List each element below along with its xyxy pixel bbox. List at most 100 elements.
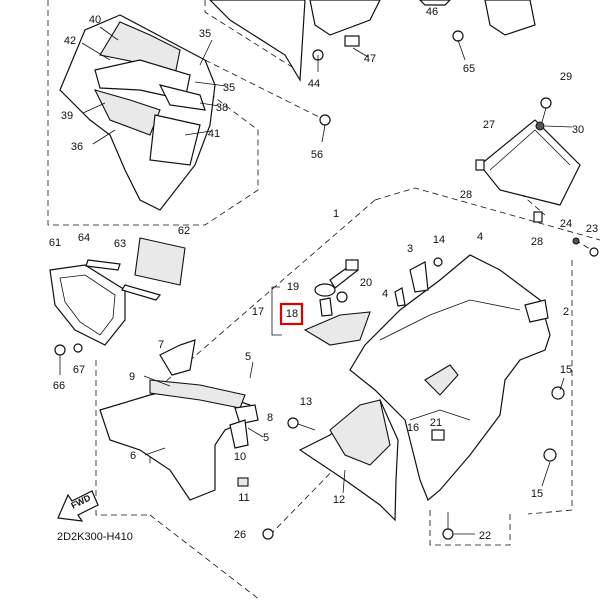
leader-5b [247, 427, 264, 438]
intake-21 [424, 364, 459, 396]
leader-42 [81, 42, 111, 61]
bracket-38 [158, 84, 206, 111]
callout-c56: 56 [311, 149, 323, 161]
window-guide [504, 179, 546, 216]
callout-c41: 41 [208, 128, 220, 140]
callout-c17: 17 [252, 306, 264, 318]
leader-12 [342, 469, 346, 494]
screw-66 [54, 344, 66, 356]
main-group-boundary [374, 187, 600, 241]
callout-c5b: 5 [263, 432, 269, 444]
leader-5a [249, 361, 254, 379]
callout-c64: 64 [78, 232, 90, 244]
callout-c20: 20 [360, 277, 372, 289]
callout-c29: 29 [560, 71, 572, 83]
part-near-65 [484, 0, 536, 36]
screw-26 [262, 528, 274, 540]
callout-c38: 38 [216, 102, 228, 114]
clip-16 [431, 429, 445, 441]
callout-c15a: 15 [560, 364, 572, 376]
screw-65 [452, 30, 464, 42]
bottom-fasteners [262, 512, 475, 540]
grommet-15a [551, 386, 565, 400]
callout-c23: 23 [586, 223, 598, 235]
clip-11 [237, 477, 249, 487]
callout-c4b: 4 [382, 288, 388, 300]
leader-39 [82, 102, 106, 114]
tube-18 [319, 297, 333, 317]
bracket-17 [271, 286, 282, 336]
bolt-26-guide [269, 457, 346, 536]
callout-c35b: 35 [223, 82, 235, 94]
grille-ref [303, 311, 371, 346]
upper-left-group-boundary [47, 0, 259, 226]
hose-19 [314, 283, 336, 297]
windscreen-27 [479, 119, 581, 206]
strip-41 [149, 114, 201, 166]
callout-c7: 7 [158, 339, 164, 351]
callout-c46: 46 [426, 6, 438, 18]
leader-6 [144, 447, 166, 456]
callout-c67: 67 [73, 364, 85, 376]
callout-c24: 24 [560, 218, 572, 230]
screw-29 [540, 97, 552, 109]
callout-c35a: 35 [199, 28, 211, 40]
fwd-arrow: FWD [57, 490, 99, 522]
nut-24 [572, 237, 580, 245]
callout-c18: 18 [286, 308, 298, 320]
callout-c15b: 15 [531, 488, 543, 500]
callout-c1: 1 [333, 208, 339, 220]
cowling-edge [379, 299, 521, 341]
callout-c47: 47 [364, 53, 376, 65]
side-fairing-assembly [99, 339, 264, 501]
leader-30 [544, 125, 573, 128]
bolt-56-guide [204, 59, 326, 121]
label-64 [85, 259, 121, 271]
label-63 [121, 284, 162, 301]
leader-15a [559, 377, 565, 391]
leader-15b [541, 461, 551, 487]
main-group-right-boundary [527, 260, 573, 515]
screw-13-shaft [297, 423, 316, 431]
inner-cover-61-inner [59, 274, 116, 336]
bolt-20 [336, 291, 348, 303]
callout-c8: 8 [267, 412, 273, 424]
callout-c39: 39 [61, 110, 73, 122]
callout-c65: 65 [463, 63, 475, 75]
windscreen-inner-edge [489, 129, 571, 171]
diagram-code: 2D2K300-H410 [57, 531, 133, 543]
grommet-28b [533, 211, 543, 223]
main-group-bottom-boundary [149, 514, 261, 600]
top-center-parts [209, 0, 536, 143]
callout-c28a: 28 [460, 189, 472, 201]
windscreen-assembly [475, 97, 599, 257]
screw-29-shaft [541, 107, 547, 123]
washer-67 [73, 343, 83, 353]
callout-c10: 10 [234, 451, 246, 463]
inner-cover-assembly [49, 237, 186, 375]
plug-19 [345, 259, 359, 271]
callout-c28b: 28 [531, 236, 543, 248]
callout-c2: 2 [563, 306, 569, 318]
inner-cover-61 [49, 264, 126, 346]
callout-c44: 44 [308, 78, 320, 90]
bolt-56-shaft [321, 124, 326, 143]
leader-9 [143, 375, 171, 387]
bolt-14 [433, 257, 443, 267]
inner-fender [329, 399, 391, 466]
left-fairing-boundary [95, 360, 150, 516]
clip-3 [409, 261, 429, 293]
callout-c3: 3 [407, 243, 413, 255]
screw-65-shaft [457, 39, 466, 61]
callout-c5a: 5 [245, 351, 251, 363]
sticker-62 [134, 237, 186, 286]
fwd-arrow-shape [57, 490, 99, 522]
duct-assembly [271, 259, 371, 346]
bracket-7 [159, 339, 196, 376]
callout-c26: 26 [234, 529, 246, 541]
callout-c6: 6 [130, 450, 136, 462]
main-cowling-assembly [349, 254, 565, 501]
callout-c63: 63 [114, 238, 126, 250]
grommet-15b [543, 448, 557, 462]
inner-panel-assembly [59, 14, 227, 211]
